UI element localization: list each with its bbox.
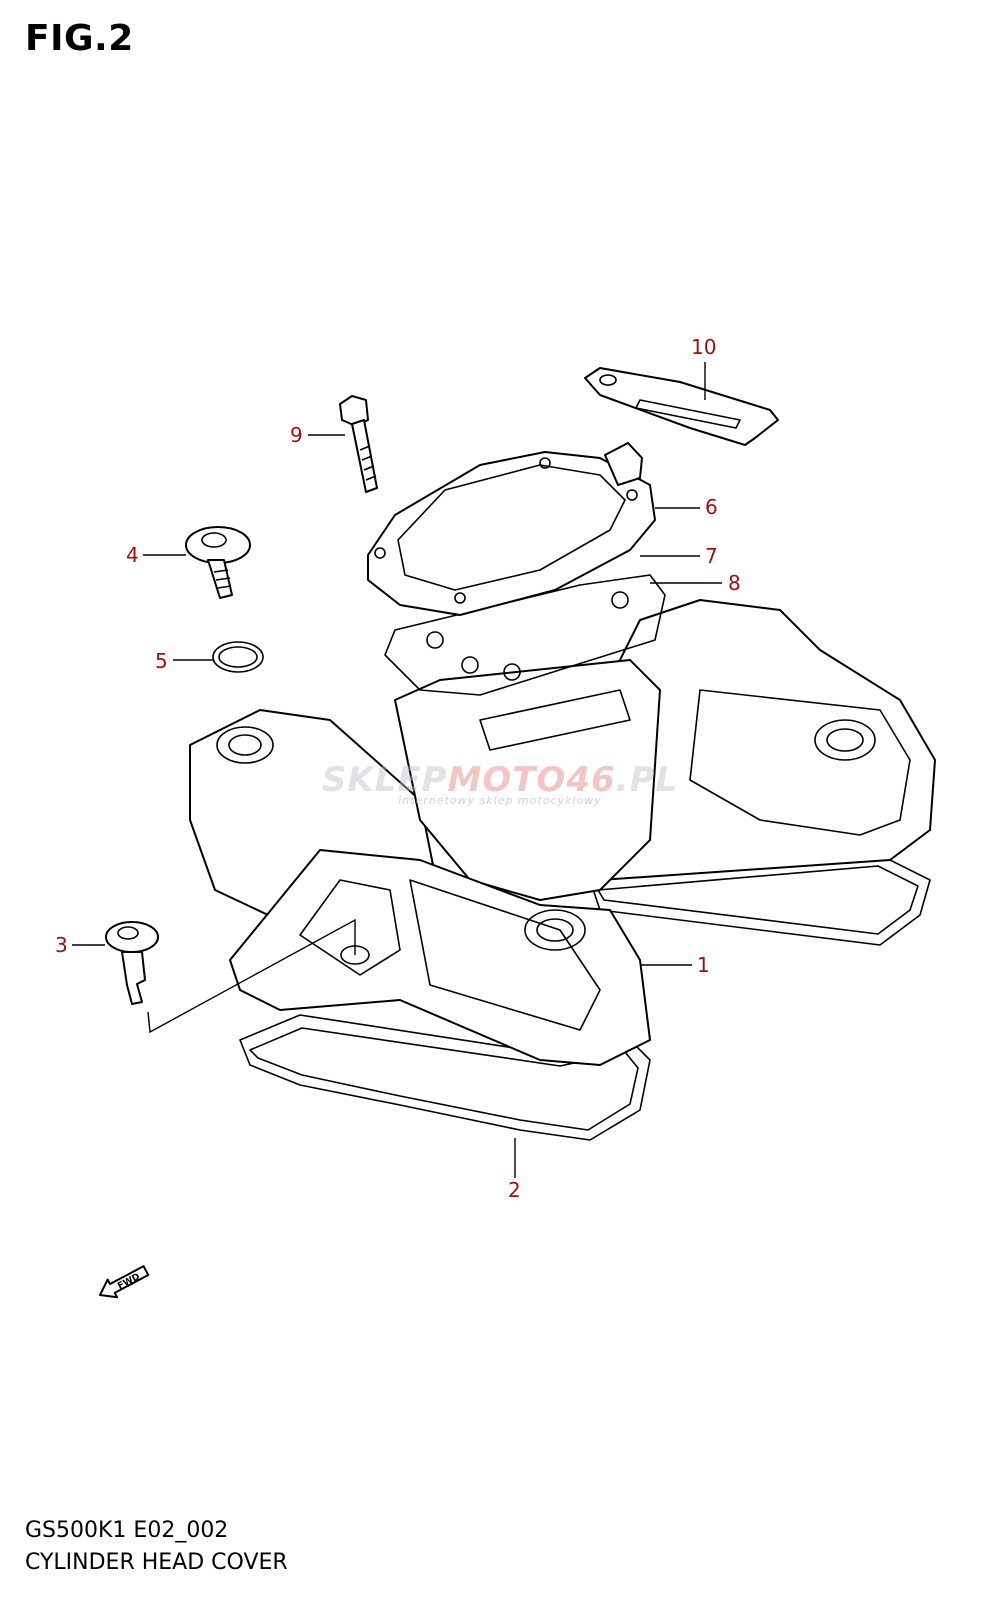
leader-lines [72, 362, 722, 1178]
figure-title: FIG.2 [25, 18, 134, 59]
callout-7: 7 [705, 544, 718, 568]
callout-2: 2 [508, 1178, 521, 1202]
callout-4: 4 [126, 543, 139, 567]
part-10-plate [584, 367, 779, 446]
callout-1: 1 [697, 953, 710, 977]
callout-9: 9 [290, 423, 303, 447]
part-4-bolt [185, 526, 251, 599]
callout-8: 8 [728, 571, 741, 595]
callout-6: 6 [705, 495, 718, 519]
footer-diagram-code: GS500K1 E02_002 [25, 1518, 229, 1543]
part-5-o-ring [212, 641, 264, 673]
part-1-cylinder-head-cover [189, 599, 936, 1066]
fwd-arrow-icon: FWD [99, 1265, 150, 1299]
footer-diagram-name: CYLINDER HEAD COVER [25, 1550, 288, 1575]
part-9-bolt [339, 395, 378, 493]
callout-labels: 1 2 3 4 5 6 7 8 9 10 [55, 335, 741, 1202]
callout-5: 5 [155, 649, 168, 673]
part-3-bolt [105, 921, 159, 1005]
part-6-breather-cover [367, 442, 656, 616]
callout-3: 3 [55, 933, 68, 957]
callout-10: 10 [691, 335, 716, 359]
